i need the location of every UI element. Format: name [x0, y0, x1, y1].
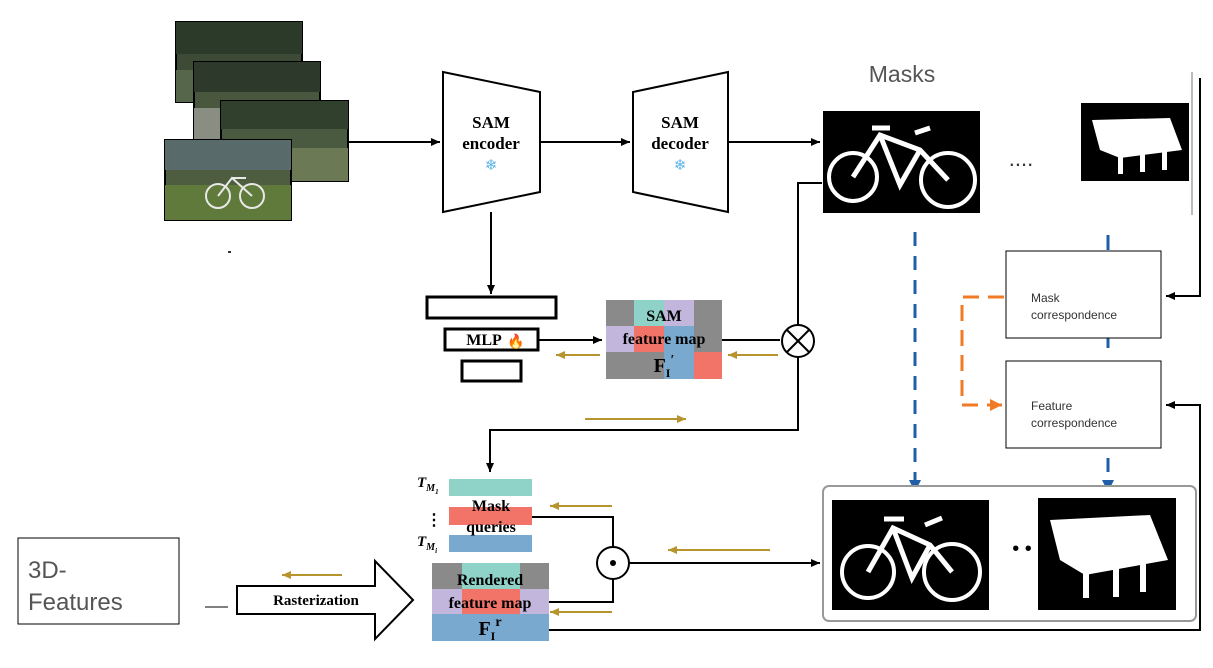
mlp-block: MLP 🔥	[425, 295, 558, 383]
snowflake-icon: ❄	[674, 157, 687, 174]
feature-correspondence-box: Feature correspondence	[1005, 360, 1162, 449]
encoder-label-2: encoder	[462, 134, 520, 153]
fire-icon: 🔥	[507, 333, 524, 350]
mask-correspondence-label-2: correspondence	[1031, 308, 1117, 322]
arrow-rendered-to-feature-corr	[549, 401, 1201, 631]
small-mark	[228, 251, 231, 253]
output-bike-mask	[832, 500, 989, 610]
mask-correspondence-label-1: Mask	[1031, 291, 1061, 305]
query-dots: ⋮	[426, 512, 442, 529]
input-frame-4	[164, 139, 292, 221]
features-3d-label-2: Features	[28, 589, 123, 616]
decoder-label-2: decoder	[651, 134, 709, 153]
line-mask-to-multiply	[797, 182, 822, 325]
output-bench-mask	[1038, 498, 1176, 610]
mask-queries-label-2: queries	[466, 519, 516, 536]
sam-encoder: SAM encoder ❄	[442, 70, 541, 214]
sam-feature-symbol: FI′	[654, 353, 675, 380]
features-3d-label-1: 3D-	[28, 557, 67, 584]
query-bottom-label: TMi	[417, 534, 437, 555]
rendered-feature-label-2: feature map	[449, 595, 532, 612]
rasterization-label: Rasterization	[273, 593, 359, 609]
mask-correspondence-box: Mask correspondence	[1005, 250, 1162, 339]
input-image-stack	[164, 21, 349, 221]
mask-ellipsis: ....	[1009, 146, 1033, 171]
snowflake-icon: ❄	[485, 157, 498, 174]
rendered-feature-symbol: FIr	[478, 615, 501, 643]
feature-correspondence-label-2: correspondence	[1031, 416, 1117, 430]
output-ellipsis: • •	[1012, 538, 1032, 560]
bike-mask-image	[823, 111, 980, 213]
sam-decoder: SAM decoder ❄	[632, 70, 729, 214]
decoder-label-1: SAM	[661, 113, 699, 132]
mlp-label: MLP	[466, 332, 502, 349]
line-rendered-to-dot	[549, 578, 614, 603]
masks-title: Masks	[869, 61, 935, 87]
rendered-feature-label-1: Rendered	[457, 572, 523, 589]
query-top-label: TM1	[417, 475, 439, 496]
bench-mask-image	[1081, 103, 1189, 181]
sam-feature-label-1: SAM	[646, 308, 682, 325]
mask-queries: Mask queries TM1 ⋮ TMi	[417, 475, 532, 555]
arrow-multiply-to-queries	[486, 357, 799, 472]
rendered-feature-map: Rendered feature map FIr	[432, 563, 549, 643]
feature-correspondence-label-1: Feature	[1031, 399, 1073, 413]
output-masks-panel: • •	[822, 485, 1197, 622]
sam-feature-map: SAM feature map FI′	[606, 300, 722, 380]
arrow-masks-to-mask-correspondence	[1166, 78, 1201, 300]
encoder-label-1: SAM	[472, 113, 510, 132]
sam-feature-label-2: feature map	[623, 331, 706, 348]
features-3d-box: 3D- Features	[17, 537, 180, 625]
dashed-arrow-mask-to-feature-corr	[960, 295, 1004, 411]
line-queries-to-dot	[532, 516, 614, 548]
dot-product-operator	[596, 546, 630, 580]
multiply-operator	[781, 324, 815, 358]
mask-queries-label-1: Mask	[472, 498, 510, 515]
rasterization-arrow: Rasterization	[236, 558, 415, 642]
